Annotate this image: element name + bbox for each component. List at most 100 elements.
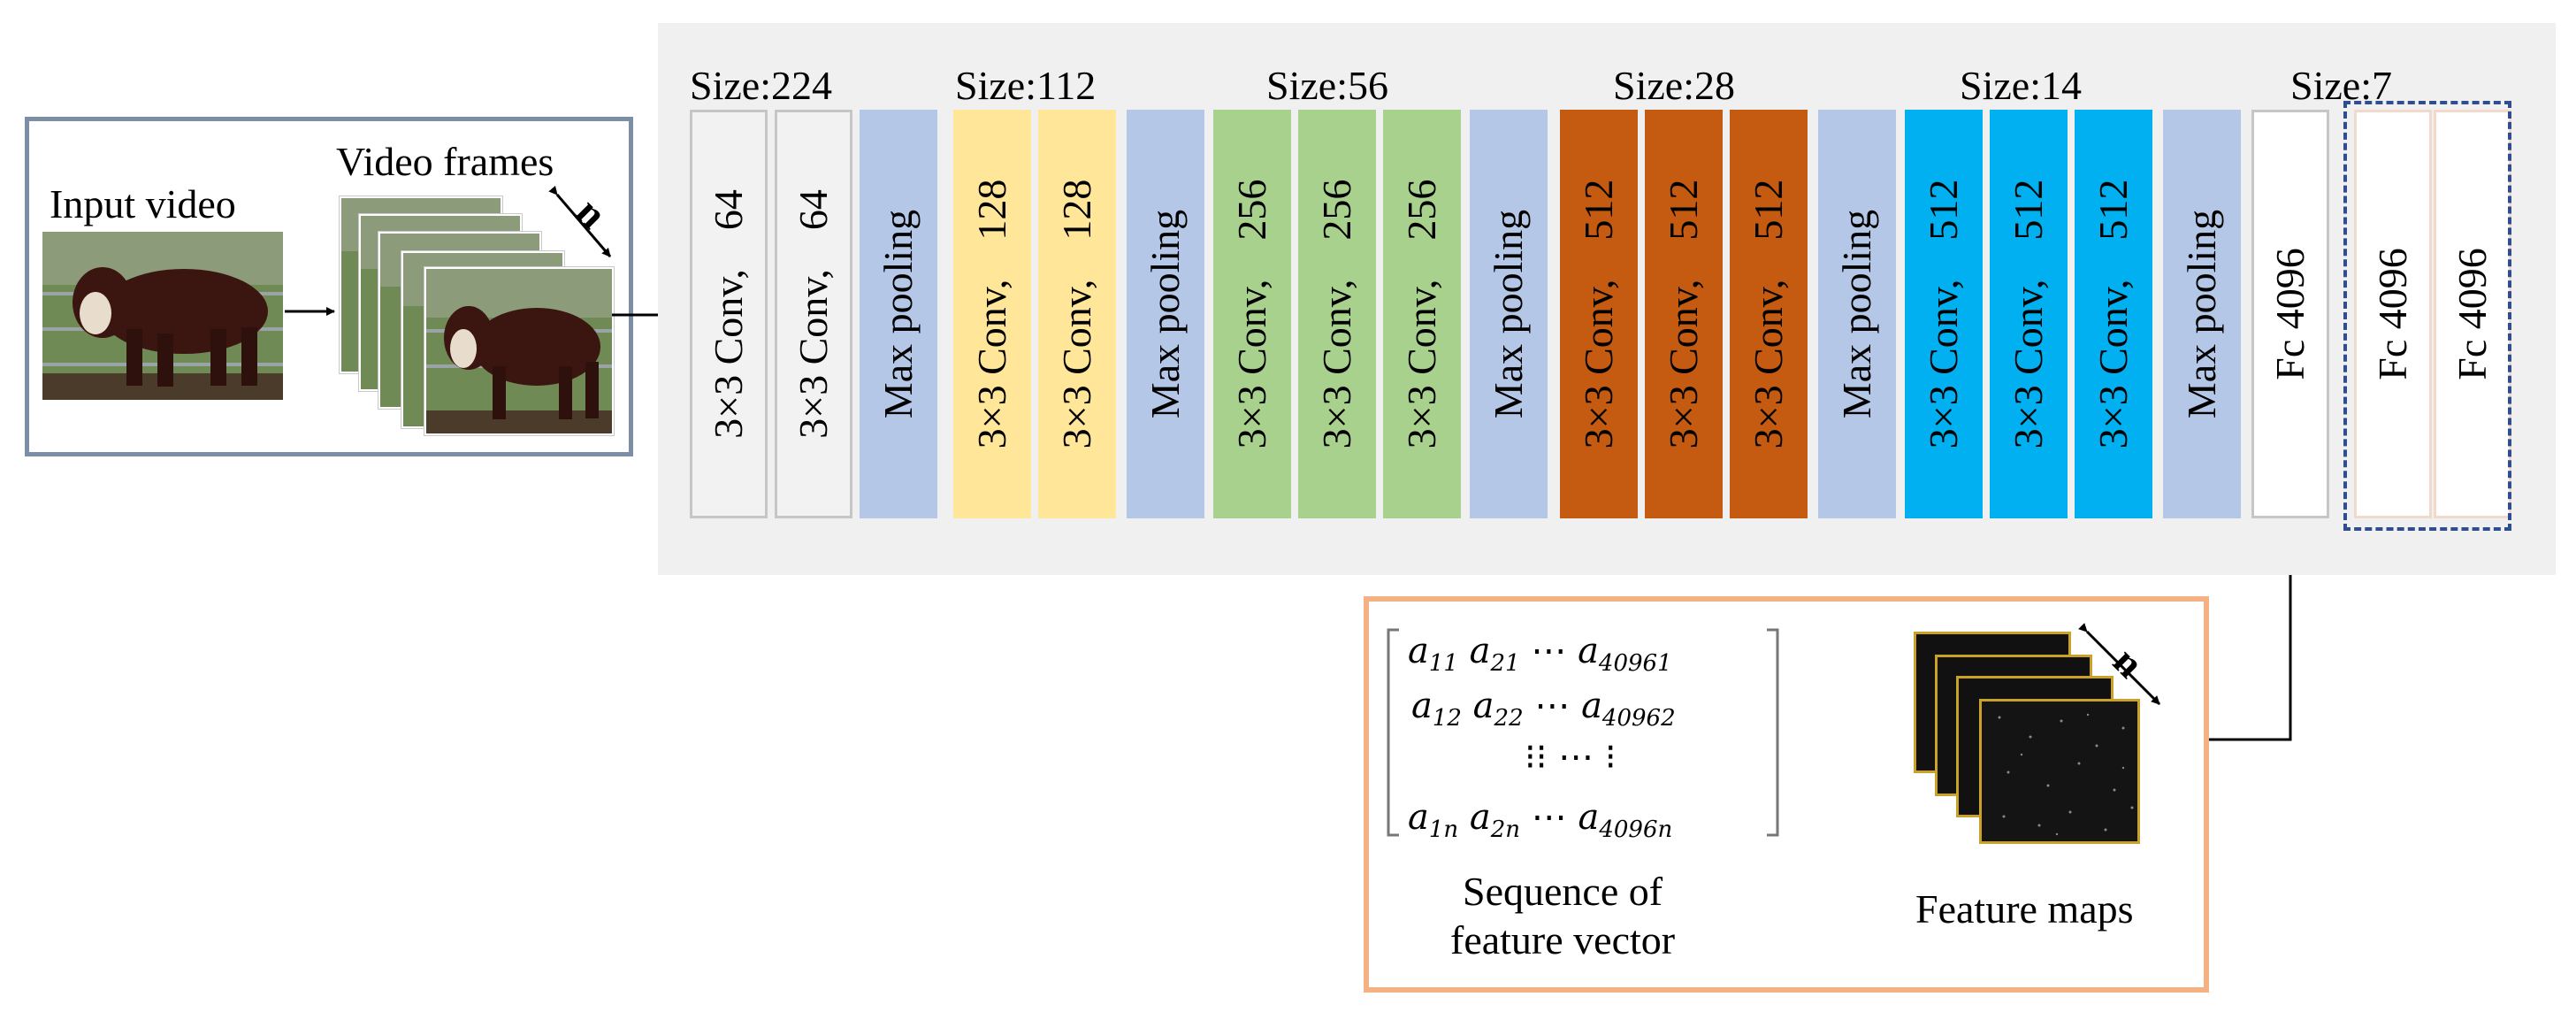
conv-layer-128: 3×3 Conv, 128 <box>1038 110 1116 518</box>
matrix-row: ⁝⁝ ⋯ ⁝ <box>1525 740 1617 775</box>
max-pooling-layer: Max pooling <box>1127 110 1204 518</box>
max-pooling-layer: Max pooling <box>1470 110 1548 518</box>
matrix-symbol: a <box>1408 631 1429 671</box>
layer-channels: 64 <box>791 189 836 231</box>
matrix-symbol: a <box>1469 797 1491 838</box>
fc-layer: Fc 4096 <box>2354 110 2432 518</box>
input-video-label: Input video <box>50 181 236 226</box>
layer-channels: 128 <box>969 179 1014 241</box>
feature-count-arrow <box>2078 623 2161 706</box>
matrix-vdots: ⁝ <box>1604 737 1617 778</box>
layer-label: 3×3 Conv, <box>1576 279 1621 449</box>
fc-layer: Fc 4096 <box>2434 110 2511 518</box>
feature-maps-label: Feature maps <box>1915 886 2134 932</box>
layer-label: Max pooling <box>1834 209 1879 419</box>
conv-layer-512: 3×3 Conv, 512 <box>1730 110 1808 518</box>
layer-label: 3×3 Conv, <box>791 269 836 439</box>
matrix-subscript: 4096n <box>1599 816 1673 843</box>
layer-label: 3×3 Conv, <box>1746 279 1791 449</box>
layer-label: 3×3 Conv, <box>1399 279 1444 449</box>
layer-label: 3×3 Conv, <box>1054 279 1099 449</box>
conv-layer-512: 3×3 Conv, 512 <box>2075 110 2152 518</box>
sequence-label: Sequence of feature vector <box>1450 867 1675 964</box>
layer-channels: 512 <box>1921 179 1966 241</box>
conv-layer-256: 3×3 Conv, 256 <box>1213 110 1291 518</box>
stage-size-label: Size:14 <box>1960 63 2082 108</box>
layer-label: Max pooling <box>2179 209 2224 419</box>
stage-size-label: Size:224 <box>690 63 832 108</box>
layer-channels: 256 <box>1399 179 1444 241</box>
layer-channels: 512 <box>1746 179 1791 241</box>
matrix-subscript: 21 <box>1490 650 1520 677</box>
matrix-ellipsis: ⋯ <box>1534 686 1571 726</box>
matrix-symbol: a <box>1411 686 1433 726</box>
sequence-label-line2: feature vector <box>1450 917 1676 963</box>
stage-size-label: Size:28 <box>1613 63 1735 108</box>
layer-channels: 512 <box>1661 179 1706 241</box>
sequence-label-line1: Sequence of <box>1463 869 1663 914</box>
stage-size-label: Size:112 <box>955 63 1097 108</box>
matrix-symbol: a <box>1578 797 1600 838</box>
layer-label: 3×3 Conv, <box>1229 279 1274 449</box>
matrix-symbol: a <box>1578 631 1599 671</box>
conv-layer-256: 3×3 Conv, 256 <box>1383 110 1461 518</box>
fc-layer: Fc 4096 <box>2251 110 2329 518</box>
layer-label: Fc 4096 <box>2267 248 2312 380</box>
stage-size-label: Size:56 <box>1266 63 1388 108</box>
layer-label: Max pooling <box>1486 209 1531 419</box>
conv-layer-512: 3×3 Conv, 512 <box>1560 110 1638 518</box>
layer-label: 3×3 Conv, <box>1661 279 1706 449</box>
layer-channels: 64 <box>706 189 751 231</box>
matrix-ellipsis: ⋯ <box>1558 737 1594 778</box>
conv-layer-512: 3×3 Conv, 512 <box>1905 110 1983 518</box>
max-pooling-layer: Max pooling <box>1818 110 1896 518</box>
conv-layer-128: 3×3 Conv, 128 <box>953 110 1031 518</box>
layer-label: 3×3 Conv, <box>706 269 751 439</box>
input-video-image <box>42 232 283 400</box>
layer-channels: 512 <box>2091 179 2136 241</box>
video-frames-label: Video frames <box>336 139 554 184</box>
matrix-ellipsis: ⋯ <box>1531 797 1567 838</box>
layer-label: 3×3 Conv, <box>969 279 1014 449</box>
conv-layer-512: 3×3 Conv, 512 <box>1990 110 2068 518</box>
layer-channels: 256 <box>1314 179 1359 241</box>
matrix-vdots: ⁝⁝ <box>1525 737 1548 778</box>
matrix-row: a12 a22 ⋯ a40962 <box>1411 688 1676 730</box>
matrix-subscript: 11 <box>1428 650 1458 677</box>
conv-layer-256: 3×3 Conv, 256 <box>1298 110 1376 518</box>
matrix-subscript: 40962 <box>1601 705 1676 732</box>
layer-label: 3×3 Conv, <box>1314 279 1359 449</box>
max-pooling-layer: Max pooling <box>2163 110 2241 518</box>
conv-layer-64: 3×3 Conv, 64 <box>690 110 768 518</box>
layer-label: 3×3 Conv, <box>2006 279 2051 449</box>
matrix-symbol: a <box>1581 686 1602 726</box>
matrix-subscript: 22 <box>1494 705 1524 732</box>
matrix-symbol: a <box>1469 631 1491 671</box>
matrix-ellipsis: ⋯ <box>1531 631 1567 671</box>
conv-layer-64: 3×3 Conv, 64 <box>775 110 852 518</box>
stage-size-label: Size:7 <box>2290 63 2392 108</box>
matrix-subscript: 40961 <box>1598 650 1672 677</box>
matrix-symbol: a <box>1472 686 1494 726</box>
layer-label: 3×3 Conv, <box>1921 279 1966 449</box>
layer-channels: 512 <box>1576 179 1621 241</box>
video-frame-front <box>424 267 614 435</box>
matrix-row: a1n a2n ⋯ a4096n <box>1408 800 1672 841</box>
max-pooling-layer: Max pooling <box>860 110 937 518</box>
matrix-brackets <box>1387 628 1779 837</box>
matrix-subscript: 12 <box>1432 705 1462 732</box>
fc-dashed-group <box>2343 101 2511 531</box>
matrix-symbol: a <box>1408 797 1429 838</box>
layer-channels: 128 <box>1054 179 1099 241</box>
layer-label: 3×3 Conv, <box>2091 279 2136 449</box>
matrix-subscript: 1n <box>1428 816 1459 843</box>
layer-channels: 512 <box>2006 179 2051 241</box>
feature-map-front <box>1979 699 2140 844</box>
layer-channels: 256 <box>1229 179 1274 241</box>
layer-label: Max pooling <box>875 209 921 419</box>
frame-count-arrow <box>548 185 612 257</box>
conv-layer-512: 3×3 Conv, 512 <box>1645 110 1723 518</box>
matrix-subscript: 2n <box>1490 816 1521 843</box>
layer-label: Max pooling <box>1143 209 1188 419</box>
matrix-row: a11 a21 ⋯ a40961 <box>1408 633 1672 675</box>
